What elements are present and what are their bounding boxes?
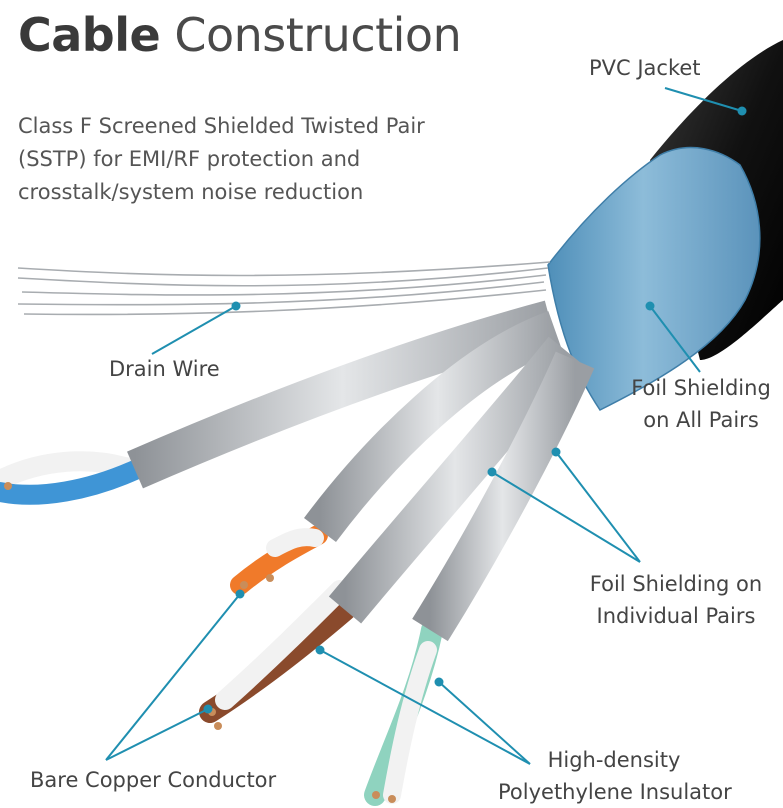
foil-shield-outer-shape xyxy=(547,146,761,411)
drain-wire-strands xyxy=(17,261,551,316)
page-title: Cable Construction xyxy=(18,4,462,66)
title-light: Construction xyxy=(174,8,462,62)
pair-green-white xyxy=(364,351,595,806)
leader-dots xyxy=(203,106,747,714)
label-foil-all-pairs: Foil Shielding on All Pairs xyxy=(626,372,776,436)
label-drain-wire: Drain Wire xyxy=(109,357,220,381)
leader-lines xyxy=(105,87,743,765)
cable-description: Class F Screened Shielded Twisted Pair (… xyxy=(18,114,425,204)
pair-orange-white xyxy=(230,311,563,595)
pair-blue-white xyxy=(0,300,556,505)
label-foil-ind-line1: Foil Shielding on xyxy=(589,572,763,596)
pair-brown-white xyxy=(199,336,582,723)
label-hdpe-line1: High-density xyxy=(547,748,681,772)
label-pvc-jacket: PVC Jacket xyxy=(589,56,701,80)
label-foil-ind-line2: Individual Pairs xyxy=(596,604,756,628)
label-foil-all-line1: Foil Shielding xyxy=(631,376,771,400)
label-foil-all-line2: on All Pairs xyxy=(643,408,759,432)
label-hdpe-insulator: High-density Polyethylene Insulator xyxy=(498,744,732,808)
label-hdpe-line2: Polyethylene Insulator xyxy=(498,780,732,804)
title-bold: Cable xyxy=(18,8,161,62)
label-foil-individual-pairs: Foil Shielding on Individual Pairs xyxy=(586,568,766,632)
label-bare-copper: Bare Copper Conductor xyxy=(30,768,277,792)
